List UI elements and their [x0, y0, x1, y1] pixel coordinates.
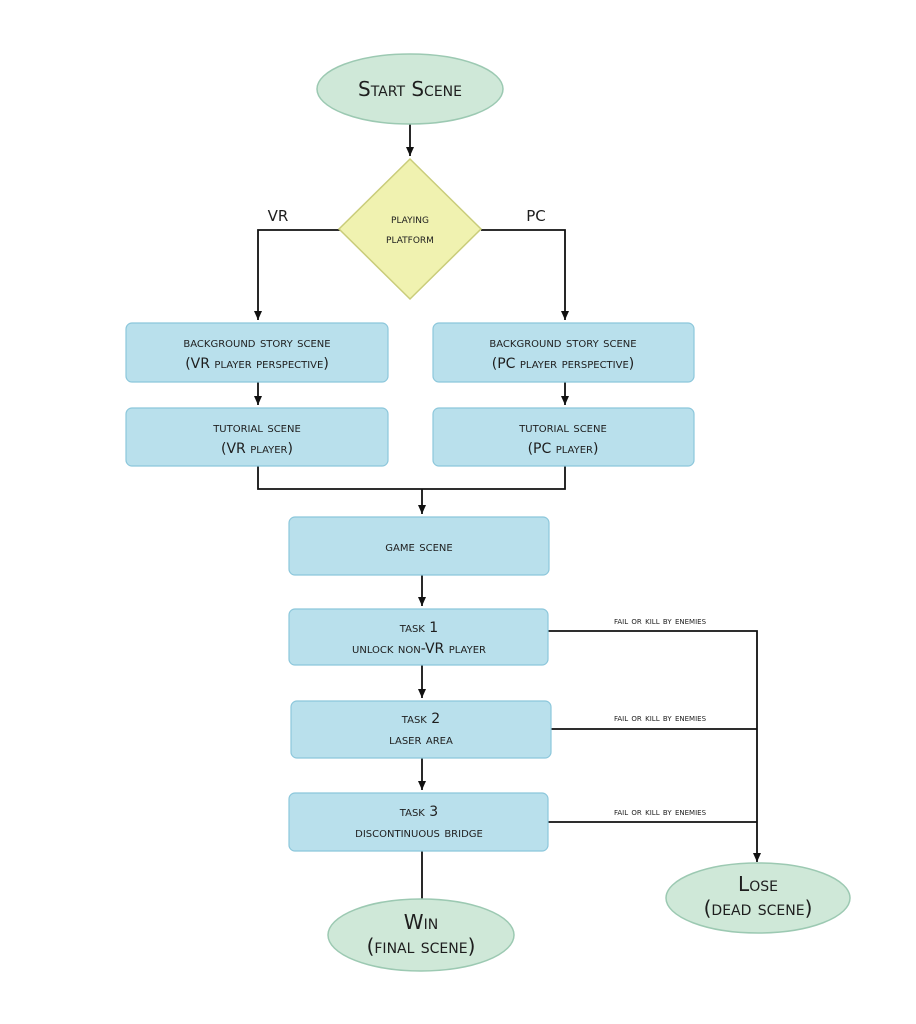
- bg-story-pc-line1: background story scene: [489, 335, 636, 351]
- bg-story-vr-line2: (VR player perspective): [185, 356, 329, 372]
- tutorial-pc-node: tutorial scene (PC player): [432, 407, 695, 467]
- task1-line1: task 1: [399, 620, 438, 636]
- task2-line1: task 2: [401, 711, 440, 727]
- win-line2: (final scene): [367, 934, 476, 958]
- start-node: Start Scene: [316, 53, 504, 125]
- tutorial-vr-line1: tutorial scene: [212, 420, 301, 436]
- arrow-vr-branch: [254, 229, 343, 320]
- task1-node: task 1 unlock non-VR player: [288, 608, 549, 666]
- task1-line2: unlock non-VR player: [352, 641, 486, 657]
- arrow-task1-to-lose: [548, 630, 761, 862]
- branch-label-vr: VR: [268, 207, 289, 225]
- win-line1: Win: [404, 910, 438, 934]
- bg-story-vr-node: background story scene (VR player perspe…: [125, 322, 389, 383]
- arrow-pc-branch: [481, 229, 569, 320]
- task2-line2: laser area: [389, 732, 453, 748]
- merge-line: [257, 466, 566, 490]
- bg-story-pc-node: background story scene (PC player perspe…: [432, 322, 695, 383]
- tutorial-pc-line2: (PC player): [528, 441, 599, 457]
- bg-story-vr-line1: background story scene: [183, 335, 330, 351]
- task2-node: task 2 laser area: [290, 700, 552, 759]
- task3-line1: task 3: [399, 804, 438, 820]
- branch-label-pc: PC: [526, 207, 546, 225]
- edge-label-fail-task2: fail or kill by enemies: [614, 712, 707, 724]
- tutorial-pc-line1: tutorial scene: [518, 420, 607, 436]
- edge-label-fail-task1: fail or kill by enemies: [614, 615, 707, 627]
- edge-label-fail-task3: fail or kill by enemies: [614, 806, 707, 818]
- win-node: Win (final scene): [327, 898, 515, 972]
- lose-line1: Lose: [738, 872, 778, 896]
- game-scene-label: game scene: [385, 539, 452, 555]
- connectors: [254, 124, 761, 910]
- platform-label-line1: playing: [391, 211, 429, 226]
- lose-node: Lose (dead scene): [665, 862, 851, 934]
- game-scene-node: game scene: [288, 516, 550, 576]
- lose-line2: (dead scene): [704, 896, 813, 920]
- bg-story-pc-line2: (PC player perspective): [492, 356, 635, 372]
- task3-node: task 3 discontinuous bridge: [288, 792, 549, 852]
- platform-label-line2: platform: [386, 231, 434, 246]
- tutorial-vr-line2: (VR player): [221, 441, 293, 457]
- task3-line2: discontinuous bridge: [355, 825, 483, 841]
- platform-decision: playing platform: [337, 157, 483, 301]
- tutorial-vr-node: tutorial scene (VR player): [125, 407, 389, 467]
- start-label: Start Scene: [358, 77, 462, 101]
